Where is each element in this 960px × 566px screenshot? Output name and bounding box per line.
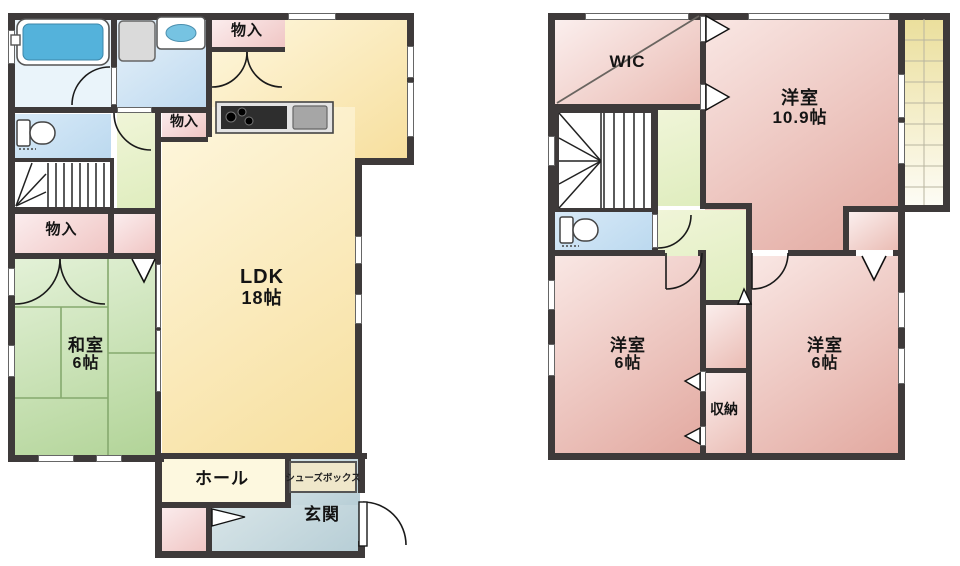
wall: [843, 206, 849, 256]
window: [898, 348, 905, 384]
window: [748, 13, 890, 20]
window: [355, 294, 362, 324]
wall: [548, 453, 905, 460]
room-toilet-2f: [555, 212, 652, 250]
wall: [209, 47, 285, 52]
room-toilet-1f: [15, 114, 111, 158]
room-storage-left: [15, 214, 108, 253]
wall: [358, 541, 365, 558]
window: [585, 13, 689, 20]
stairs-1f: [11, 158, 114, 211]
door-opening: [111, 67, 117, 105]
label-storage-2f: 収納: [710, 401, 738, 417]
wall: [358, 455, 365, 493]
wall: [898, 13, 905, 460]
door-opening: [117, 107, 152, 113]
wall: [548, 250, 665, 256]
window: [407, 46, 414, 78]
wall: [155, 551, 365, 558]
wall: [702, 300, 750, 305]
door-opening: [652, 214, 658, 248]
window: [898, 292, 905, 328]
label-wic: WIC: [609, 52, 646, 71]
window: [407, 82, 414, 137]
window: [898, 122, 905, 164]
wall: [206, 13, 212, 137]
room-vestibule-2f: [702, 305, 746, 368]
room-balcony: [905, 19, 943, 205]
label-entrance: 玄関: [304, 505, 340, 524]
sliding-door-opening: [156, 264, 161, 328]
room-storage-2f: [702, 373, 746, 458]
shoes-box: シューズボックス: [285, 461, 361, 493]
window: [898, 74, 905, 118]
wall: [843, 206, 900, 212]
room-storage-top: [212, 20, 285, 47]
wall: [111, 13, 117, 112]
room-closet-2f: [849, 212, 898, 250]
room-storage-mid: [162, 110, 206, 137]
room-closet-washitsu: [114, 214, 155, 253]
window: [8, 30, 15, 64]
wall: [548, 104, 708, 110]
wall: [702, 368, 750, 373]
room-washroom: [117, 20, 206, 107]
window: [38, 455, 74, 462]
room-bathroom: [15, 20, 111, 112]
wall: [108, 211, 114, 256]
wall: [898, 205, 950, 212]
sliding-door-opening: [156, 330, 161, 392]
window: [8, 268, 15, 296]
sliding-door-opening: [700, 426, 706, 446]
wall: [893, 250, 900, 256]
room-hall-1f: [162, 459, 285, 502]
wall: [746, 206, 752, 458]
wall: [285, 455, 291, 508]
wall: [700, 256, 706, 458]
label-hall: ホール: [195, 469, 249, 488]
window: [96, 455, 122, 462]
wall: [788, 250, 856, 256]
wall: [155, 502, 291, 508]
label-storage-top: 物入: [230, 22, 263, 39]
wall: [8, 455, 164, 462]
wall: [355, 158, 414, 165]
wall: [8, 13, 15, 462]
wall: [652, 104, 658, 256]
room-ldk-main: [162, 107, 355, 455]
sliding-door-opening: [700, 371, 706, 392]
room-hall-2f-upper: [658, 110, 702, 206]
window: [288, 13, 336, 20]
stairs-2f: [555, 109, 655, 212]
sliding-door-opening: [700, 84, 706, 110]
window: [8, 345, 15, 377]
wall: [700, 203, 752, 209]
wall: [206, 505, 212, 558]
room-hallway-1f: [117, 113, 155, 208]
window: [548, 344, 555, 376]
wall: [943, 13, 950, 212]
label-storage-mid: 物入: [170, 113, 198, 129]
wall: [8, 253, 158, 259]
wall: [158, 137, 208, 142]
wall: [8, 107, 212, 113]
window: [548, 136, 555, 166]
label-storage-left: 物入: [45, 221, 78, 238]
window: [548, 280, 555, 310]
wall: [155, 453, 367, 459]
wall: [548, 13, 555, 460]
wall: [8, 208, 158, 214]
room-storage-bottom: [162, 505, 206, 551]
sliding-door-opening: [700, 16, 706, 42]
window: [355, 236, 362, 264]
